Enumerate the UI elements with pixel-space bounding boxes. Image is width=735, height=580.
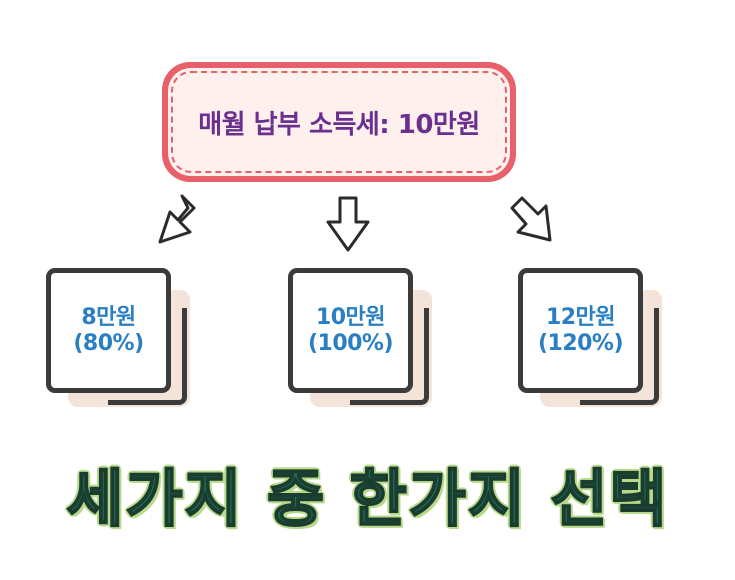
option-amount: 12만원 bbox=[545, 304, 616, 330]
option-percent: (120%) bbox=[537, 330, 624, 356]
choice-title: 세가지 중 한가지 선택 bbox=[65, 461, 669, 536]
arrow-down-right-icon bbox=[510, 196, 552, 242]
option-amount: 8만원 bbox=[81, 304, 136, 330]
option-card-1: 8만원 (80%) bbox=[46, 268, 191, 408]
option-percent: (80%) bbox=[73, 330, 144, 356]
card-face: 10만원 (100%) bbox=[288, 268, 413, 393]
card-shadow-line bbox=[108, 308, 187, 405]
source-box: 매월 납부 소득세: 10만원 bbox=[162, 62, 516, 182]
card-shadow-line bbox=[580, 308, 659, 405]
source-box-inner: 매월 납부 소득세: 10만원 bbox=[168, 68, 510, 176]
card-face: 8만원 (80%) bbox=[46, 268, 171, 393]
card-shadow-line bbox=[350, 308, 429, 405]
option-percent: (100%) bbox=[307, 330, 394, 356]
option-card-3: 12만원 (120%) bbox=[518, 268, 663, 408]
arrow-down-icon bbox=[326, 196, 370, 252]
source-label: 매월 납부 소득세: 10만원 bbox=[198, 109, 480, 140]
option-card-2: 10만원 (100%) bbox=[288, 268, 433, 408]
arrow-down-left-icon bbox=[158, 194, 196, 244]
option-amount: 10만원 bbox=[315, 304, 386, 330]
card-face: 12만원 (120%) bbox=[518, 268, 643, 393]
